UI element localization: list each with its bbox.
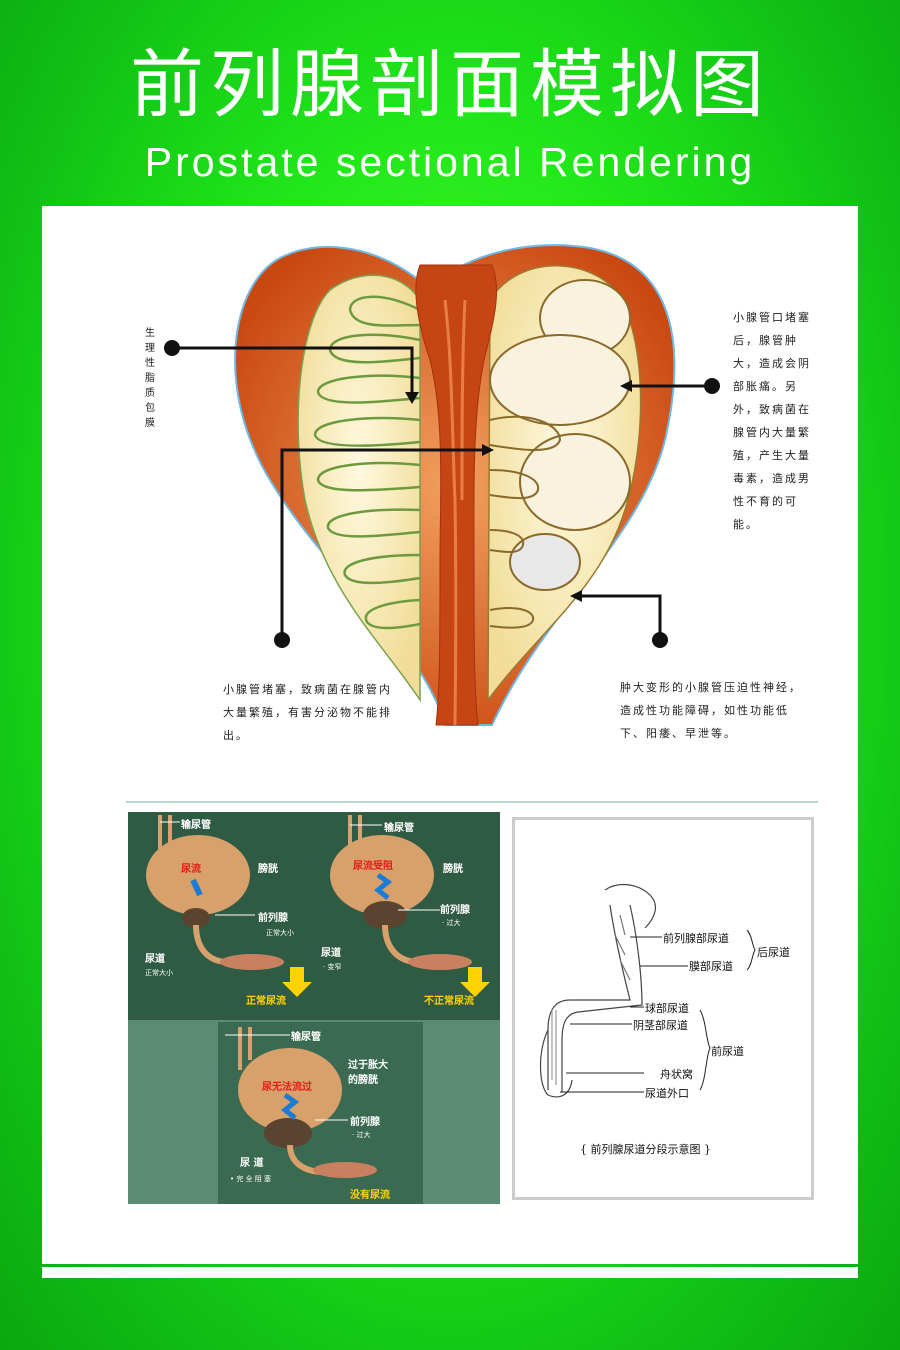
label-result-3: 没有尿流 bbox=[350, 1190, 390, 1201]
flow-arrows bbox=[282, 967, 490, 997]
label-urethra-size-3: • 完 全 阻 塞 bbox=[230, 1175, 272, 1183]
label-result-1: 正常尿流 bbox=[246, 996, 286, 1007]
urethra-figure-caption: { 前列腺尿道分段示意图 } bbox=[580, 1143, 711, 1156]
label-flow-2: 尿流受阻 bbox=[353, 861, 393, 872]
bladder-obstructed bbox=[330, 815, 472, 970]
label-ureter-1: 输尿管 bbox=[181, 820, 211, 831]
note-bottom-right: 肿大变形的小腺管压迫性神经，造成性功能障碍，如性功能低下、阳痿、早泄等。 bbox=[620, 681, 802, 740]
label-prostate-size-1: 正常大小 bbox=[266, 929, 294, 937]
right-gland-cysts bbox=[489, 279, 631, 591]
label-flow-3: 尿无法流过 bbox=[262, 1082, 312, 1093]
label-navicular-fossa: 舟状窝 bbox=[660, 1068, 693, 1081]
note-bottom-left: 小腺管堵塞，致病菌在腺管内大量繁殖，有害分泌物不能排出。 bbox=[223, 683, 392, 742]
anterior-brace bbox=[699, 1009, 711, 1091]
label-lipid-capsule: 生理性脂质包膜 bbox=[145, 328, 155, 429]
page-title: 前列腺剖面模拟图 bbox=[130, 42, 770, 128]
pointer-dots bbox=[164, 340, 720, 648]
label-prostate-size-3: · 过大 bbox=[352, 1131, 371, 1139]
page-subtitle: Prostate sectional Rendering bbox=[144, 139, 756, 185]
label-anterior-urethra: 前尿道 bbox=[711, 1045, 744, 1058]
label-flow-1: 尿流 bbox=[181, 864, 201, 875]
label-bladder-3: 过于胀大 的膀胱 bbox=[348, 1060, 388, 1086]
note-right: 小腺管口堵塞后，腺管肿大，造成会阴部胀痛。另外，致病菌在腺管内大量繁殖，产生大量… bbox=[733, 311, 811, 531]
urethra-segment-figure bbox=[512, 817, 814, 1200]
bottom-divider bbox=[42, 1267, 858, 1278]
label-prostate-3: 前列腺 bbox=[350, 1117, 380, 1128]
flow-leader-lines bbox=[160, 821, 440, 1121]
urethra-leader-lines bbox=[560, 936, 688, 1093]
pointer-lines bbox=[172, 346, 712, 640]
label-urethra-1: 尿道 bbox=[145, 954, 165, 965]
label-external-meatus: 尿道外口 bbox=[645, 1087, 689, 1100]
label-urethra-3: 尿 道 bbox=[240, 1158, 264, 1169]
pointer-arrowheads bbox=[405, 380, 632, 602]
right-gland-ducts bbox=[489, 415, 562, 629]
label-ureter-3: 输尿管 bbox=[291, 1032, 321, 1043]
label-urethra-size-1: 正常大小 bbox=[145, 969, 173, 977]
left-gland-ducts bbox=[313, 295, 421, 630]
label-ureter-2: 输尿管 bbox=[384, 823, 414, 834]
label-urethra-size-2: · 变窄 bbox=[323, 963, 342, 971]
section-divider bbox=[126, 801, 818, 803]
label-penile-urethra: 阴茎部尿道 bbox=[633, 1019, 688, 1032]
label-bulbous-urethra: 球部尿道 bbox=[645, 1002, 689, 1015]
bladder-blocked bbox=[238, 1027, 377, 1178]
label-result-2: 不正常尿流 bbox=[424, 996, 474, 1007]
posterior-brace bbox=[746, 929, 756, 971]
label-bladder-1: 膀胱 bbox=[258, 864, 278, 875]
bladder-normal bbox=[146, 815, 284, 970]
label-bladder-2: 膀胱 bbox=[443, 864, 463, 875]
label-posterior-urethra: 后尿道 bbox=[757, 946, 790, 959]
label-membranous-urethra: 膜部尿道 bbox=[689, 960, 733, 973]
label-prostatic-urethra: 前列腺部尿道 bbox=[663, 932, 729, 945]
label-prostate-size-2: · 过大 bbox=[442, 919, 461, 927]
label-prostate-1: 前列腺 bbox=[258, 913, 288, 924]
label-prostate-2: 前列腺 bbox=[440, 905, 470, 916]
label-urethra-2: 尿道 bbox=[321, 948, 341, 959]
